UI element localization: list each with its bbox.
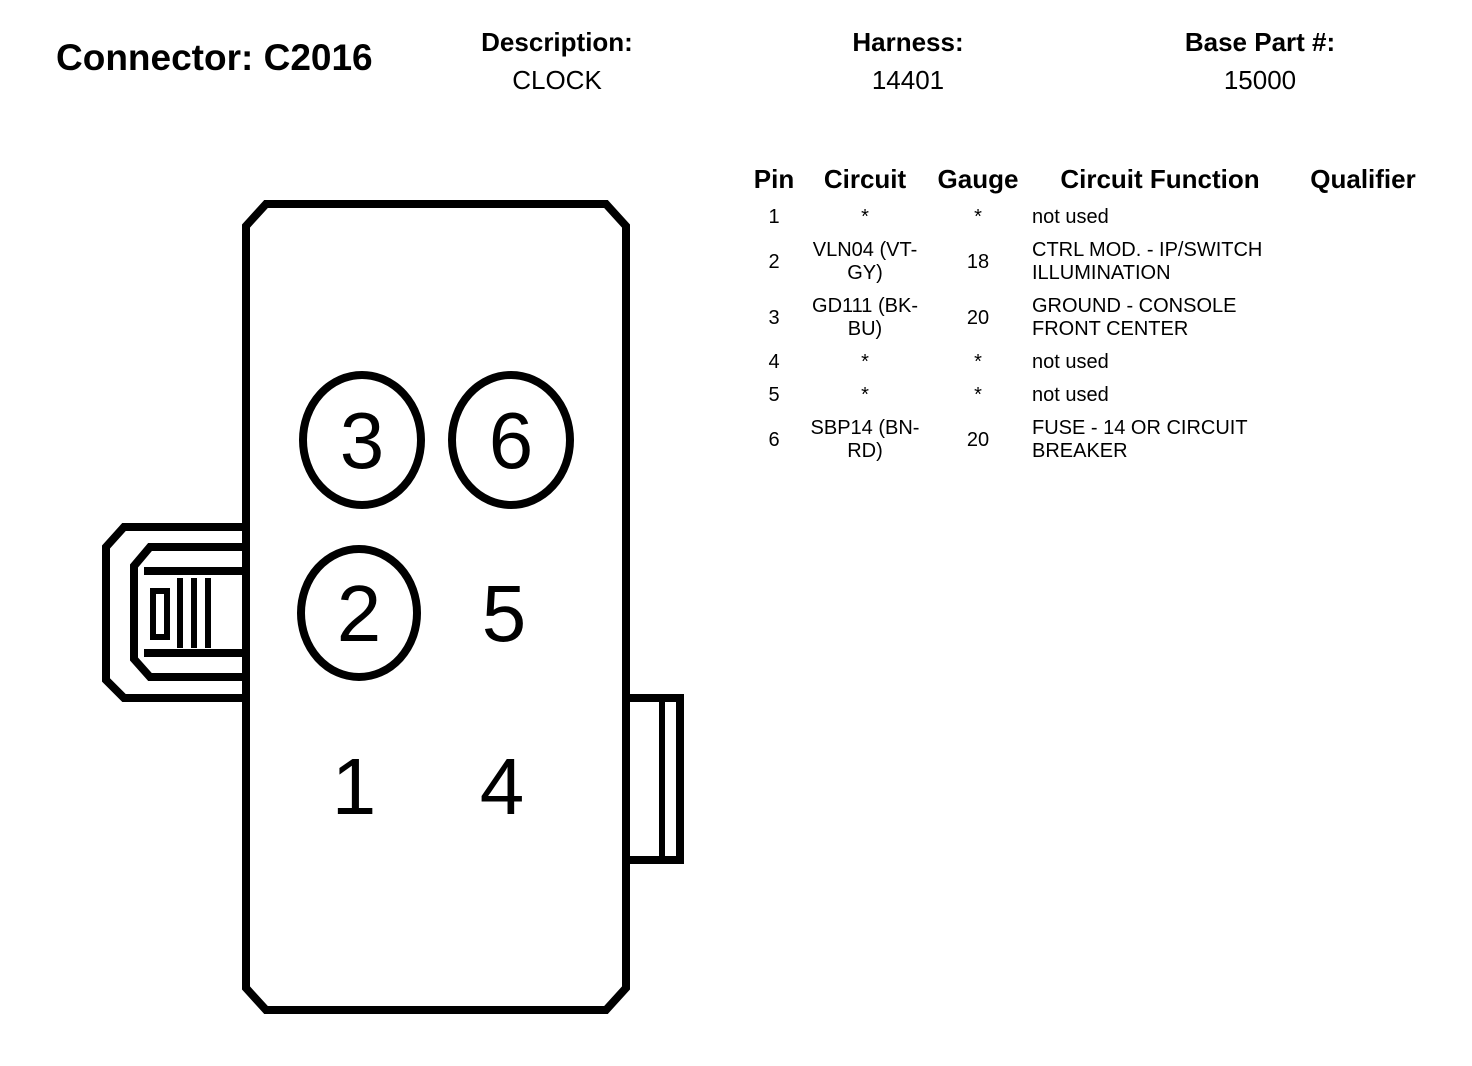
pin-number-5: 5 [482, 569, 527, 658]
pin-cavities: 3 6 2 5 1 4 [297, 371, 574, 831]
header-circuit-function: Circuit Function [1060, 164, 1260, 194]
pin-number-4: 4 [480, 742, 525, 831]
table-row: 3 GD111 (BK-BU) 20 GROUND - CONSOLE FRON… [750, 290, 1430, 346]
row-function: FUSE - 14 OR CIRCUIT BREAKER [1032, 417, 1248, 462]
left-latch-inner [130, 543, 246, 681]
row-qualifier [1296, 379, 1430, 412]
pin-table-header: Pin Circuit Gauge Circuit Function Quali… [750, 160, 1430, 201]
base-part-label: Base Part #: [1184, 27, 1336, 57]
row-circuit: * [861, 206, 869, 228]
header-pin: Pin [753, 164, 795, 194]
harness-label: Harness: [852, 27, 964, 57]
row-qualifier [1296, 290, 1430, 346]
connector-housing [242, 200, 630, 1014]
row-pin: 6 [768, 428, 780, 451]
header-circuit: Circuit [823, 164, 907, 194]
connector-title: Connector: C2016 [56, 37, 373, 78]
base-part-value: 15000 [1223, 65, 1297, 95]
left-latch [102, 523, 246, 702]
harness-block: Harness: 14401 [838, 28, 978, 94]
row-qualifier [1296, 412, 1430, 468]
row-pin: 4 [768, 351, 780, 373]
right-key [626, 694, 684, 864]
header-gauge: Gauge [937, 164, 1019, 194]
pin-circle-6 [448, 371, 574, 509]
row-gauge: * [974, 351, 982, 373]
row-qualifier [1296, 234, 1430, 290]
harness-value: 14401 [871, 65, 945, 95]
table-row: 1 * * not used [750, 201, 1430, 234]
row-function: not used [1032, 206, 1109, 228]
row-gauge: * [974, 384, 982, 406]
row-gauge: 20 [966, 428, 990, 451]
row-function: GROUND - CONSOLE FRONT CENTER [1032, 295, 1237, 340]
table-row: 6 SBP14 (BN-RD) 20 FUSE - 14 OR CIRCUIT … [750, 412, 1430, 468]
row-pin: 3 [768, 306, 780, 329]
row-circuit: * [861, 384, 869, 406]
description-label: Description: [481, 27, 633, 57]
description-value: CLOCK [512, 65, 602, 95]
row-function: CTRL MOD. - IP/SWITCH ILLUMINATION [1032, 239, 1263, 284]
row-function: not used [1032, 351, 1109, 373]
header-qualifier: Qualifier [1310, 164, 1416, 194]
row-pin: 2 [768, 250, 780, 273]
row-gauge: 18 [966, 250, 990, 273]
pin-number-2: 2 [337, 569, 382, 658]
row-pin: 1 [768, 206, 780, 228]
base-part-block: Base Part #: 15000 [1165, 28, 1355, 94]
pin-circle-3 [299, 371, 425, 509]
description-block: Description: CLOCK [468, 28, 646, 94]
row-circuit: * [861, 351, 869, 373]
pin-circle-2 [297, 545, 421, 681]
row-circuit: SBP14 (BN-RD) [810, 417, 920, 462]
row-gauge: * [974, 206, 982, 228]
pin-number-6: 6 [489, 396, 534, 485]
row-circuit: GD111 (BK-BU) [812, 295, 918, 340]
row-function: not used [1032, 384, 1109, 406]
row-circuit: VLN04 (VT-GY) [812, 239, 918, 284]
row-qualifier [1296, 346, 1430, 379]
pin-table: Pin Circuit Gauge Circuit Function Quali… [750, 160, 1430, 468]
connector-face-drawing: 3 6 2 5 1 4 [102, 200, 684, 1014]
table-row: 2 VLN04 (VT-GY) 18 CTRL MOD. - IP/SWITCH… [750, 234, 1430, 290]
row-gauge: 20 [966, 306, 990, 329]
row-pin: 5 [768, 384, 780, 406]
table-row: 4 * * not used [750, 346, 1430, 379]
pin-number-3: 3 [340, 396, 385, 485]
row-qualifier [1296, 201, 1430, 234]
pin-number-1: 1 [332, 742, 377, 831]
table-row: 5 * * not used [750, 379, 1430, 412]
